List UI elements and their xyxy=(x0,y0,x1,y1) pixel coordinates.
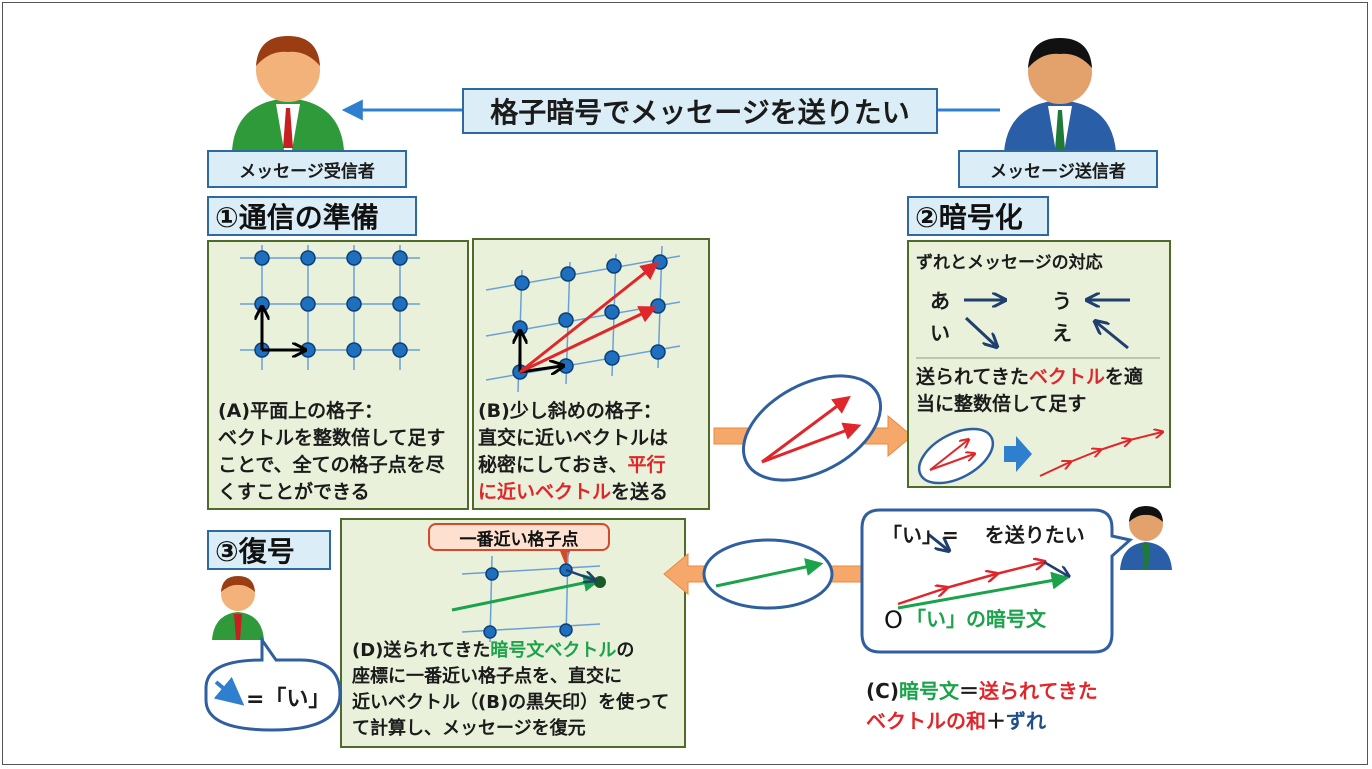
parallel-vector-2 xyxy=(519,306,658,374)
section3-title: ③復号 xyxy=(207,530,331,570)
receiver-speech-bubble xyxy=(204,635,342,732)
mapping-title: ずれとメッセージの対応 xyxy=(916,253,1103,273)
sent-vector-2 xyxy=(761,422,862,464)
panel-a-line2: ベクトルを整数倍して足す xyxy=(218,427,446,449)
encrypt-desc-line2: 当に整数倍して足す xyxy=(916,393,1087,415)
caption-c-d: 送られてきた xyxy=(978,679,1098,703)
caption-c-e: ベクトルの和 xyxy=(866,709,986,733)
panel-b-line3b: 平行 xyxy=(627,454,666,476)
ciphertext-vector-oval xyxy=(715,558,824,588)
small-vectors-oval xyxy=(917,427,995,485)
bubble-cipher-vector xyxy=(897,571,1070,610)
caption-c-f: ＋ xyxy=(986,709,1006,733)
decoded-shift-arrow xyxy=(213,676,245,706)
panel-d-line1b: 暗号文ベクトル xyxy=(490,640,617,661)
origin-label: O xyxy=(884,606,903,634)
char-u: う xyxy=(1052,289,1072,313)
section1-title: ①通信の準備 xyxy=(207,196,417,236)
panel-d-line1a: (D)送られてきた xyxy=(352,640,491,661)
shift-arrow-i xyxy=(964,316,996,346)
char-a: あ xyxy=(930,289,950,313)
caption-c-c: ＝ xyxy=(958,679,979,703)
encrypt-desc: 送られてきたベクトルを適 当に整数倍して足す xyxy=(916,364,1143,418)
parallel-vector-1 xyxy=(519,261,659,374)
bubble-line1a: 「い」= xyxy=(882,523,959,547)
panel-b-line4b: を送る xyxy=(611,481,669,503)
small-receiver-icon xyxy=(212,576,264,640)
panel-b-line3a: 秘密にしておき、 xyxy=(478,454,628,476)
sender-person-icon xyxy=(1004,38,1116,152)
char-e: え xyxy=(1052,321,1072,345)
sender-label: メッセージ送信者 xyxy=(958,150,1158,188)
panel-b-text: (B)少し斜めの格子： 直交に近いベクトルは 秘密にしておき、平行 に近いベクト… xyxy=(478,398,668,506)
shift-vector-d xyxy=(565,568,594,580)
small-vector-1 xyxy=(929,440,968,471)
small-sender-icon xyxy=(1120,506,1172,570)
char-i: い xyxy=(930,321,950,345)
caption-c-a: (C) xyxy=(866,679,899,703)
panel-a-line3: ことで、全ての格子点を尽 xyxy=(218,454,445,476)
panel-b-line2: 直交に近いベクトルは xyxy=(478,427,669,449)
receiver-label: メッセージ受信者 xyxy=(207,150,407,188)
nearest-point-label: 一番近い格子点 xyxy=(428,523,610,551)
lattice-b-points xyxy=(512,254,668,380)
lattice-a-points xyxy=(254,250,408,358)
bubble-cipher-label: 「い」の暗号文 xyxy=(906,607,1046,631)
caption-c-g: ずれ xyxy=(1006,709,1046,733)
bubble-shift-arrow xyxy=(927,532,948,550)
panel-a-text: (A)平面上の格子： ベクトルを整数倍して足す ことで、全ての格子点を尽 くすこ… xyxy=(218,398,445,506)
basis-vector-right-b xyxy=(519,366,562,372)
lattice-d xyxy=(461,551,601,643)
panel-b-line4a: に近いベクトル xyxy=(478,481,612,503)
small-vector-2 xyxy=(929,454,974,471)
panel-d-line3: 近いベクトル（(B)の黒矢印）を使って xyxy=(352,692,670,713)
blue-block-arrow xyxy=(1004,436,1032,472)
bubble-line1: 「い」= を送りたい xyxy=(882,522,1085,549)
panel-b xyxy=(472,238,710,510)
panel-decrypt xyxy=(340,518,686,748)
receiver-person-icon xyxy=(232,36,344,150)
caption-c-b: 暗号文 xyxy=(898,679,959,703)
encrypt-desc-c: を適 xyxy=(1104,366,1143,388)
panel-a-line1: (A)平面上の格子： xyxy=(218,400,384,422)
bubble-line1b: を送りたい xyxy=(984,523,1085,547)
ciphertext-vector-d xyxy=(451,574,602,612)
panel-d-text: (D)送られてきた暗号文ベクトルの 座標に一番近い格子点を、直交に 近いベクトル… xyxy=(352,638,669,742)
section2-title: ②暗号化 xyxy=(907,196,1049,236)
panel-d-line1c: の xyxy=(616,640,635,661)
encrypt-desc-b: ベクトル xyxy=(1028,366,1105,388)
panel-b-line1: (B)少し斜めの格子： xyxy=(478,400,662,422)
panel-a xyxy=(207,240,469,510)
panel-a-line4: くすことができる xyxy=(218,481,370,503)
bubble-red-vectors xyxy=(897,562,1044,606)
caption-c: (C)暗号文＝送られてきた ベクトルの和＋ずれ xyxy=(866,676,1098,736)
summed-vectors xyxy=(1039,432,1162,477)
lattice-d-points xyxy=(483,563,573,639)
cipher-point xyxy=(594,576,606,588)
sent-vector-1 xyxy=(761,395,851,464)
shift-arrow-e xyxy=(1096,322,1129,350)
decoded-text: =「い」 xyxy=(246,687,331,712)
encrypt-desc-a: 送られてきた xyxy=(916,366,1029,388)
main-title: 格子暗号でメッセージを送りたい xyxy=(462,88,938,134)
panel-d-line2: 座標に一番近い格子点を、直交に xyxy=(352,666,622,687)
panel-d-line4: て計算し、メッセージを復元 xyxy=(352,718,586,739)
